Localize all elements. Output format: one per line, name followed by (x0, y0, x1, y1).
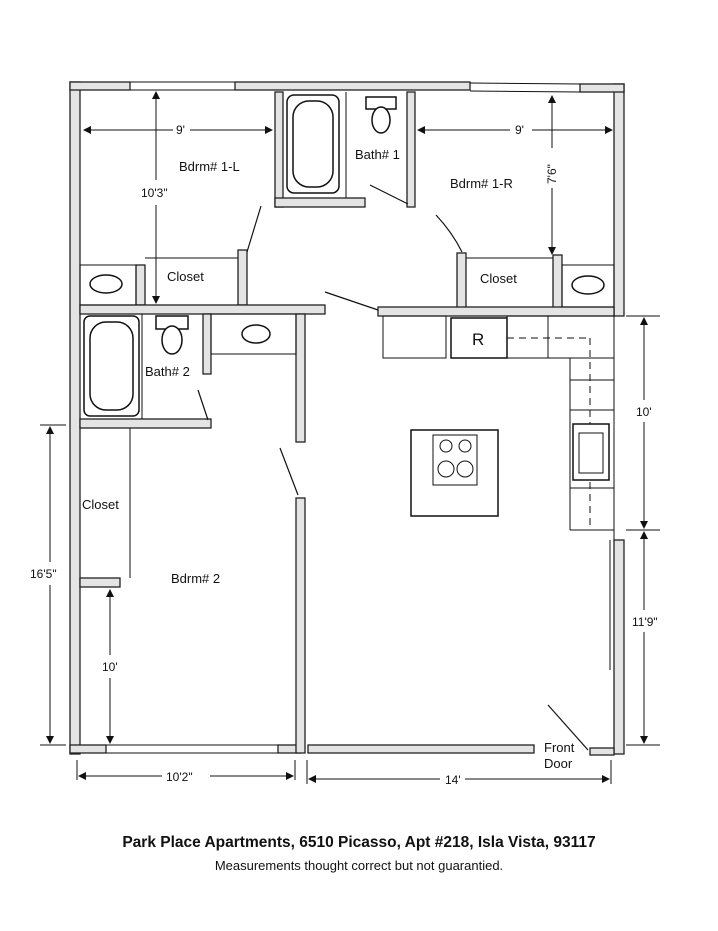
dim-bdrm-1r-width: 9' (515, 123, 524, 137)
front-door-label-line2: Door (544, 756, 573, 771)
bedroom-1l-label: Bdrm# 1-L (179, 159, 240, 174)
refrigerator-label: R (472, 330, 484, 349)
dimension-lines (40, 91, 660, 784)
bath-1-fixtures (286, 92, 397, 198)
bath-1-label: Bath# 1 (355, 147, 400, 162)
dim-bdrm-1l-depth: 10'3" (141, 186, 168, 200)
dim-bdrm-1l-width: 9' (176, 123, 185, 137)
windows (106, 81, 615, 754)
dim-right-bottom-width: 14' (445, 773, 461, 787)
front-door-label-line1: Front (544, 740, 575, 755)
dim-bdrm-2-depth: 10' (102, 660, 118, 674)
closet-1r-label: Closet (480, 271, 517, 286)
plan-disclaimer: Measurements thought correct but not gua… (214, 858, 504, 873)
dim-left-wing-height: 16'5" (30, 567, 57, 581)
floor-plan: Bdrm# 1-L Bdrm# 1-R Bath# 1 Closet Close… (30, 81, 660, 787)
dim-bdrm-1r-depth: 7'6" (545, 164, 559, 184)
dim-living-depth: 11'9" (632, 615, 658, 629)
doors (197, 184, 589, 751)
bath-2-label: Bath# 2 (145, 364, 190, 379)
upper-sinks (79, 257, 615, 308)
bath-2-fixtures (83, 313, 297, 419)
closet-1l-label: Closet (167, 269, 204, 284)
dim-kitchen-depth: 10' (636, 405, 652, 419)
dim-left-bottom-width: 10'2" (166, 770, 193, 784)
kitchen (382, 315, 615, 531)
closet-2-label: Closet (82, 497, 119, 512)
bedroom-1r-label: Bdrm# 1-R (450, 176, 513, 191)
plan-title: Park Place Apartments, 6510 Picasso, Apt… (122, 834, 596, 851)
bedroom-2-label: Bdrm# 2 (171, 571, 220, 586)
interior-walls (79, 91, 615, 754)
